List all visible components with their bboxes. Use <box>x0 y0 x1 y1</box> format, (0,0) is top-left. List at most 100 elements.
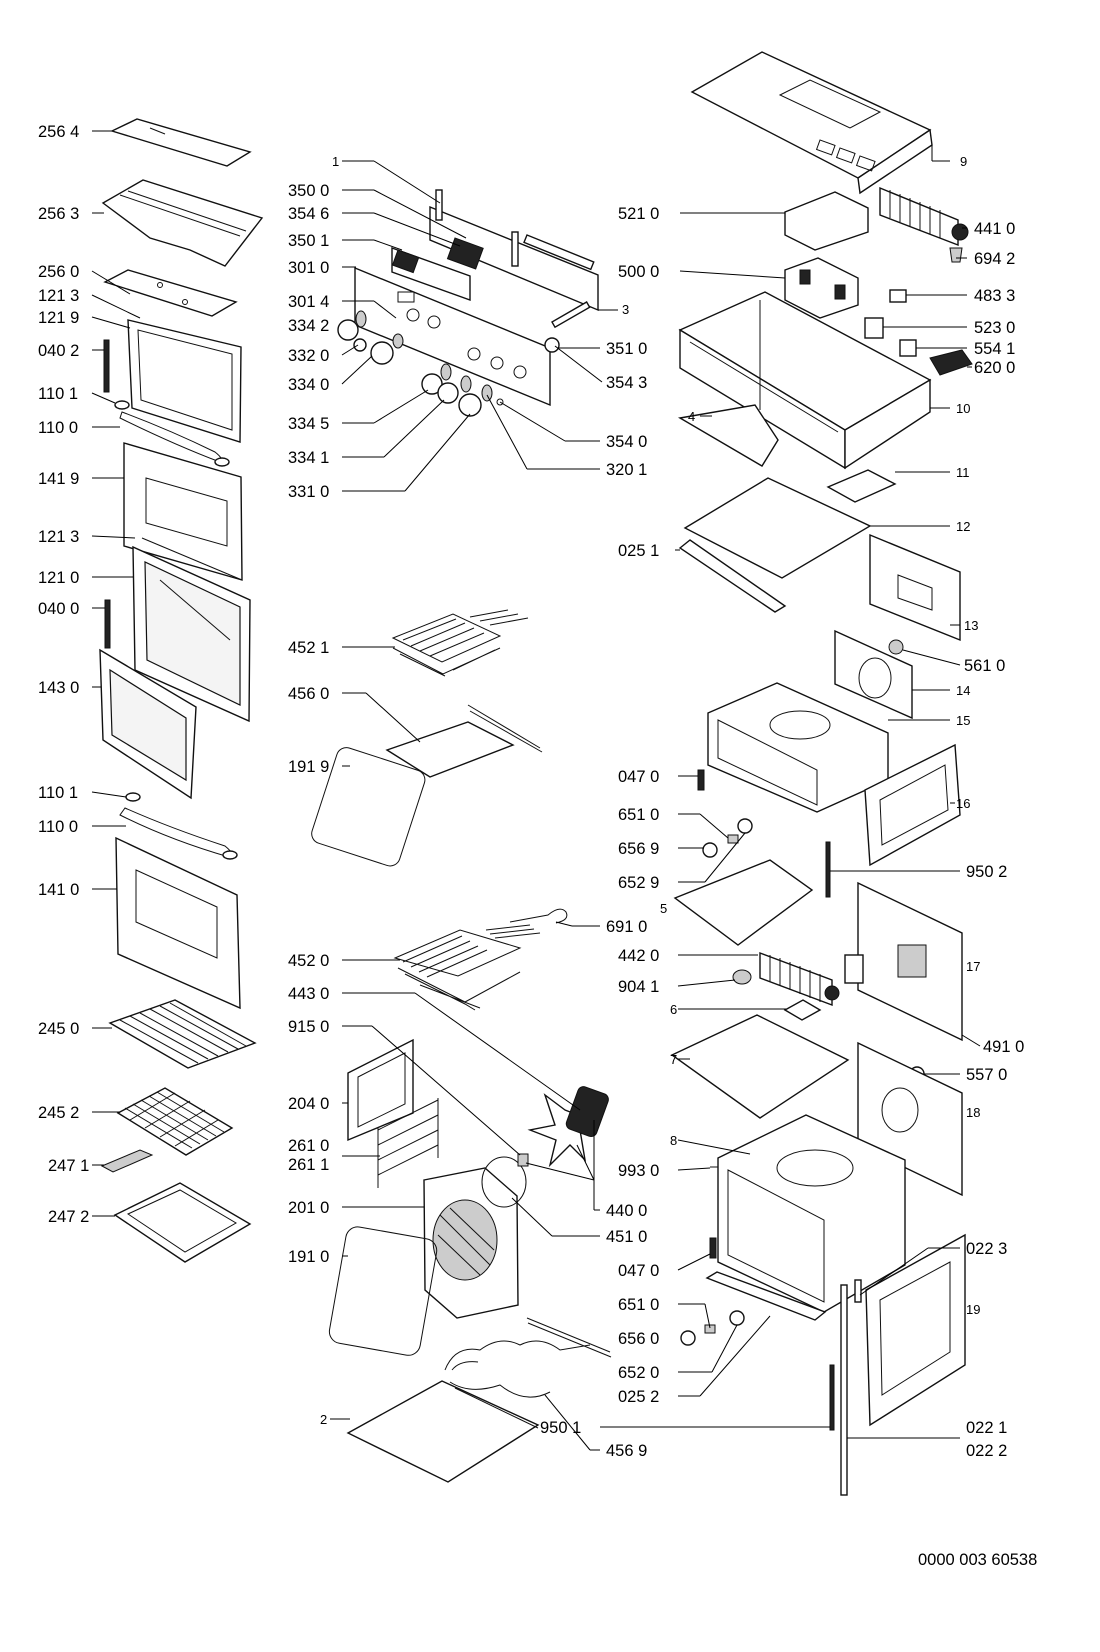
part-cover-plate <box>110 118 252 167</box>
labels-center: 1 350 0 354 6 350 1 301 0 301 4 334 2 33… <box>288 154 647 1460</box>
part-knob-334-1 <box>437 382 459 404</box>
label: 440 0 <box>606 1202 647 1220</box>
center-column-parts <box>311 189 612 1483</box>
label: 557 0 <box>966 1066 1007 1084</box>
part-grill-element-upper <box>391 613 502 677</box>
label: 141 0 <box>38 881 79 899</box>
part-outer-door <box>115 836 241 1010</box>
part-washer <box>114 400 130 410</box>
label: 350 0 <box>288 182 329 200</box>
label: 040 2 <box>38 342 79 360</box>
label: 456 9 <box>606 1442 647 1460</box>
label: 6 <box>670 1002 677 1017</box>
label: 334 0 <box>288 376 329 394</box>
label: 651 0 <box>618 806 659 824</box>
label: 191 0 <box>288 1248 329 1266</box>
part-047-upper <box>697 769 705 791</box>
part-652-0 <box>729 1310 745 1326</box>
part-knob-334-2 <box>337 319 359 341</box>
part-display-module <box>446 237 484 270</box>
part-shaft <box>551 301 591 329</box>
part-element-plate <box>385 721 515 778</box>
label: 141 9 <box>38 470 79 488</box>
part-knob-656-9 <box>702 842 718 858</box>
label: 143 0 <box>38 679 79 697</box>
part-terminal-block <box>929 349 973 376</box>
label: 201 0 <box>288 1199 329 1217</box>
part-door-frame-upper <box>127 319 242 443</box>
label: 950 1 <box>540 1419 581 1437</box>
label: 247 2 <box>48 1208 89 1226</box>
label: 204 0 <box>288 1095 329 1113</box>
label: 521 0 <box>618 205 659 223</box>
part-047-lower <box>709 1237 717 1259</box>
label: 334 2 <box>288 317 329 335</box>
part-tangential-fan <box>879 186 959 247</box>
part-oven-cavity-upper <box>707 682 889 813</box>
part-904-1 <box>732 969 752 985</box>
label: 245 2 <box>38 1104 79 1122</box>
part-strip-022 <box>840 1284 848 1496</box>
label: 261 0 <box>288 1137 329 1155</box>
labels-right: 9 441 0 694 2 521 0 500 0 483 3 523 0 55… <box>540 154 1024 1460</box>
label: 8 <box>670 1133 677 1148</box>
footer-code: 0000 003 60538 <box>918 1551 1037 1569</box>
label: 047 0 <box>618 768 659 786</box>
label: 13 <box>964 618 978 633</box>
label: 247 1 <box>48 1157 89 1175</box>
label: 121 3 <box>38 528 79 546</box>
label: 456 0 <box>288 685 329 703</box>
part-knob-332-0 <box>353 338 367 352</box>
label: 354 0 <box>606 433 647 451</box>
label: 332 0 <box>288 347 329 365</box>
label: 256 4 <box>38 123 79 141</box>
part-rail-4 <box>677 404 779 467</box>
label: 025 1 <box>618 542 659 560</box>
part-strip-950-1 <box>829 1364 835 1431</box>
part-lamp <box>888 639 904 655</box>
label: 320 1 <box>606 461 647 479</box>
label: 334 5 <box>288 415 329 433</box>
left-column-parts <box>99 118 264 1263</box>
label: 334 1 <box>288 449 329 467</box>
part-heater-element-lower <box>393 929 522 1011</box>
part-washer-lower <box>125 792 141 802</box>
part-gasket-lower <box>328 1226 438 1356</box>
label: 040 0 <box>38 600 79 618</box>
part-knob-334-0 <box>370 341 394 365</box>
label: 121 0 <box>38 569 79 587</box>
label: 656 0 <box>618 1330 659 1348</box>
label: 441 0 <box>974 220 1015 238</box>
label: 491 0 <box>983 1038 1024 1056</box>
part-baking-tray <box>113 1182 252 1263</box>
label: 950 2 <box>966 863 1007 881</box>
part-fan-motor-694 <box>949 247 963 263</box>
label: 9 <box>960 154 967 169</box>
label: 110 0 <box>38 419 78 437</box>
label: 11 <box>956 465 970 480</box>
part-554-1 <box>899 339 917 357</box>
part-11 <box>826 469 897 503</box>
label: 261 1 <box>288 1156 329 1174</box>
part-rack-rails <box>377 1098 439 1188</box>
label: 523 0 <box>974 319 1015 337</box>
label: 651 0 <box>618 1296 659 1314</box>
label: 993 0 <box>618 1162 659 1180</box>
label: 451 0 <box>606 1228 647 1246</box>
part-bottom-plate <box>346 1380 540 1483</box>
label: 245 0 <box>38 1020 79 1038</box>
label: 022 2 <box>966 1442 1007 1460</box>
label: 14 <box>956 683 970 698</box>
label: 121 9 <box>38 309 79 327</box>
label: 301 0 <box>288 259 329 277</box>
part-rail-025-1 <box>678 539 787 613</box>
label: 554 1 <box>974 340 1015 358</box>
label: 18 <box>966 1105 980 1120</box>
part-hinge-upper <box>103 339 110 393</box>
part-back-plate-14 <box>834 629 913 720</box>
part-tray-handle <box>100 1149 154 1173</box>
label: 1 <box>332 154 339 169</box>
part-knob-656-0 <box>680 1330 696 1346</box>
label: 443 0 <box>288 985 329 1003</box>
